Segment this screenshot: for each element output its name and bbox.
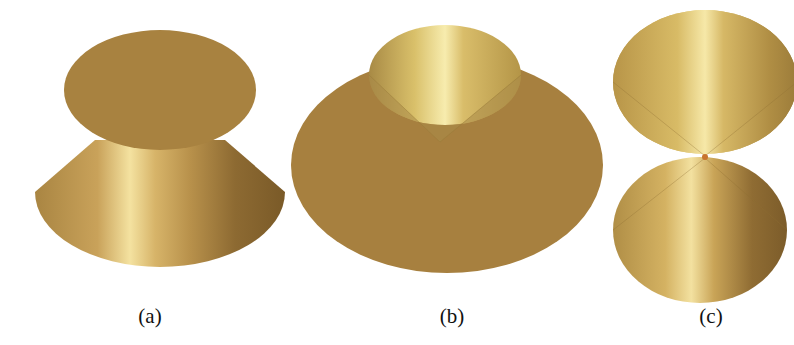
cone-c (613, 10, 794, 303)
panel-label: (b) (440, 305, 465, 328)
cone-a (35, 30, 285, 267)
cone-b (291, 25, 603, 273)
panel-label: (a) (138, 305, 161, 328)
panel-label: (c) (699, 305, 722, 328)
